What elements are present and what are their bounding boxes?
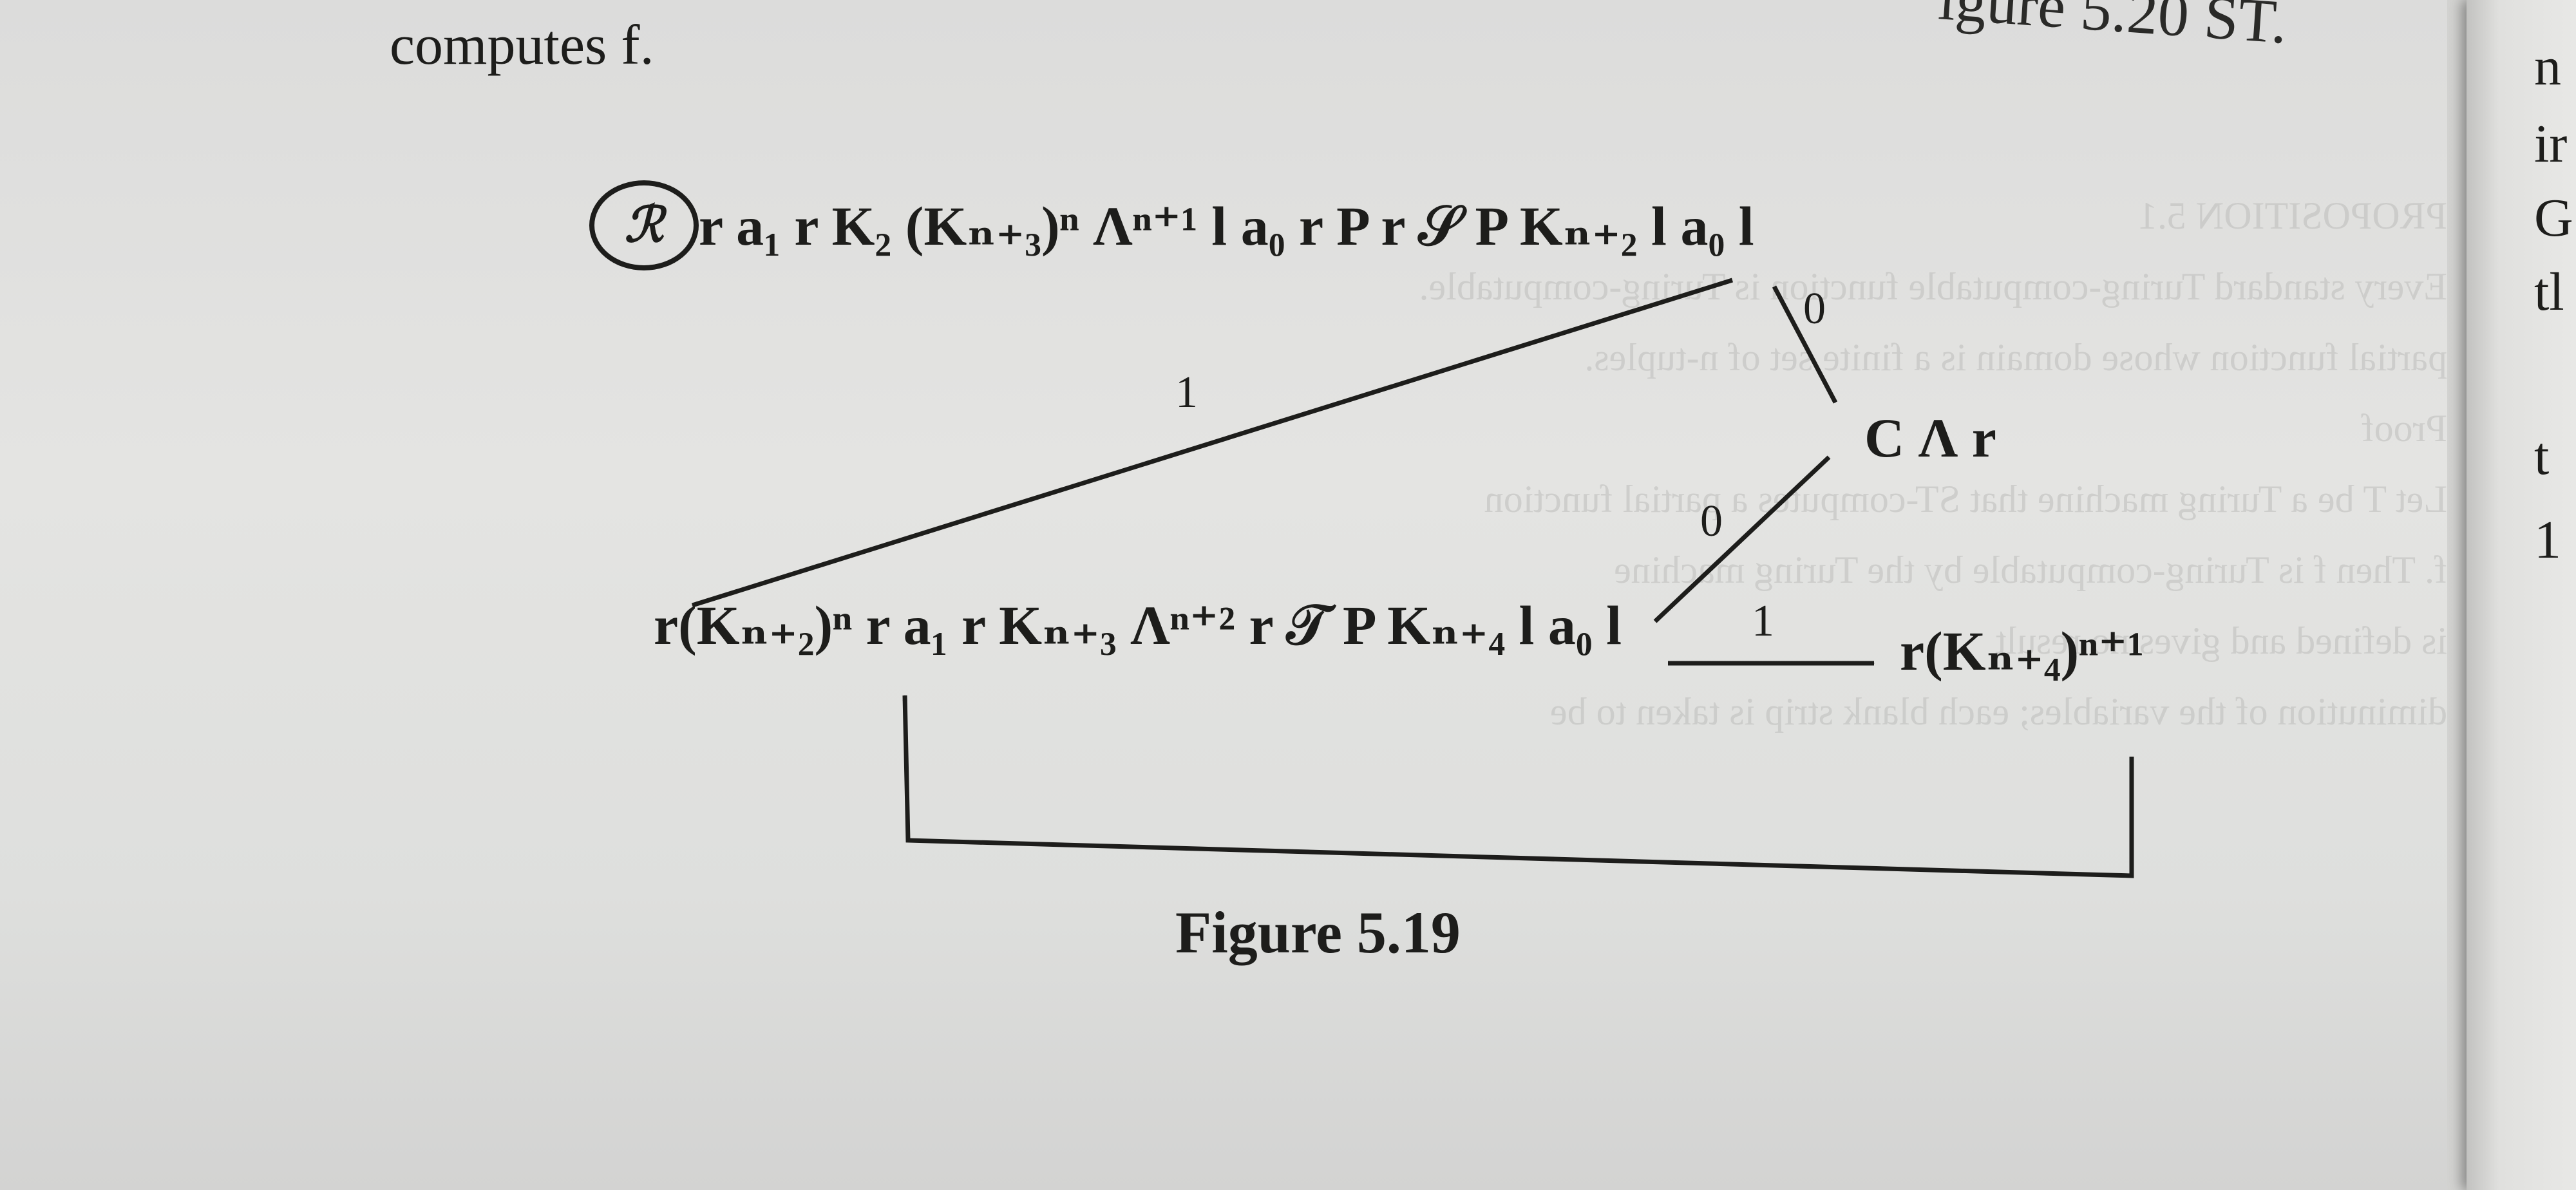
label-middle-to-c: 0 [1700,496,1723,546]
fragment-4: tl [2534,262,2564,322]
fragment-6: 1 [2534,510,2561,570]
fragment-1: n [2534,37,2561,97]
arrow-top-to-c [1772,285,1838,404]
machine-symbol-circled: ℛ [589,180,699,270]
label-middle-to-right: 1 [1752,596,1774,646]
fragment-5: t [2534,426,2550,486]
middle-expression: r(Kₙ₊₂)ⁿ r a₁ r Kₙ₊₃ Λⁿ⁺² r 𝒯 P Kₙ₊₄ l a… [654,594,1622,656]
left-book-page [0,0,2447,1190]
node-c-lambda-r: C Λ r [1864,407,1996,469]
arrow-loop-back [902,695,2134,878]
top-expression: r a₁ r K₂ (Kₙ₊₃)ⁿ Λⁿ⁺¹ l a₀ r P r 𝒮 P Kₙ… [699,195,1754,257]
arrow-middle-to-c [1653,455,1831,623]
label-top-to-c: 0 [1803,284,1826,334]
arrow-top-to-middle [691,278,1734,608]
fragment-3: G [2534,188,2573,248]
right-expression: r(Kₙ₊₄)ⁿ⁺¹ [1900,620,2145,682]
right-page-fragments: n ir G tl t 1 [2534,0,2576,1190]
fragment-2: ir [2534,114,2568,174]
computes-line: computes f. [390,14,654,77]
label-top-to-middle: 1 [1175,368,1198,417]
right-book-page [2467,0,2576,1190]
figure-caption: Figure 5.19 [1175,900,1461,965]
